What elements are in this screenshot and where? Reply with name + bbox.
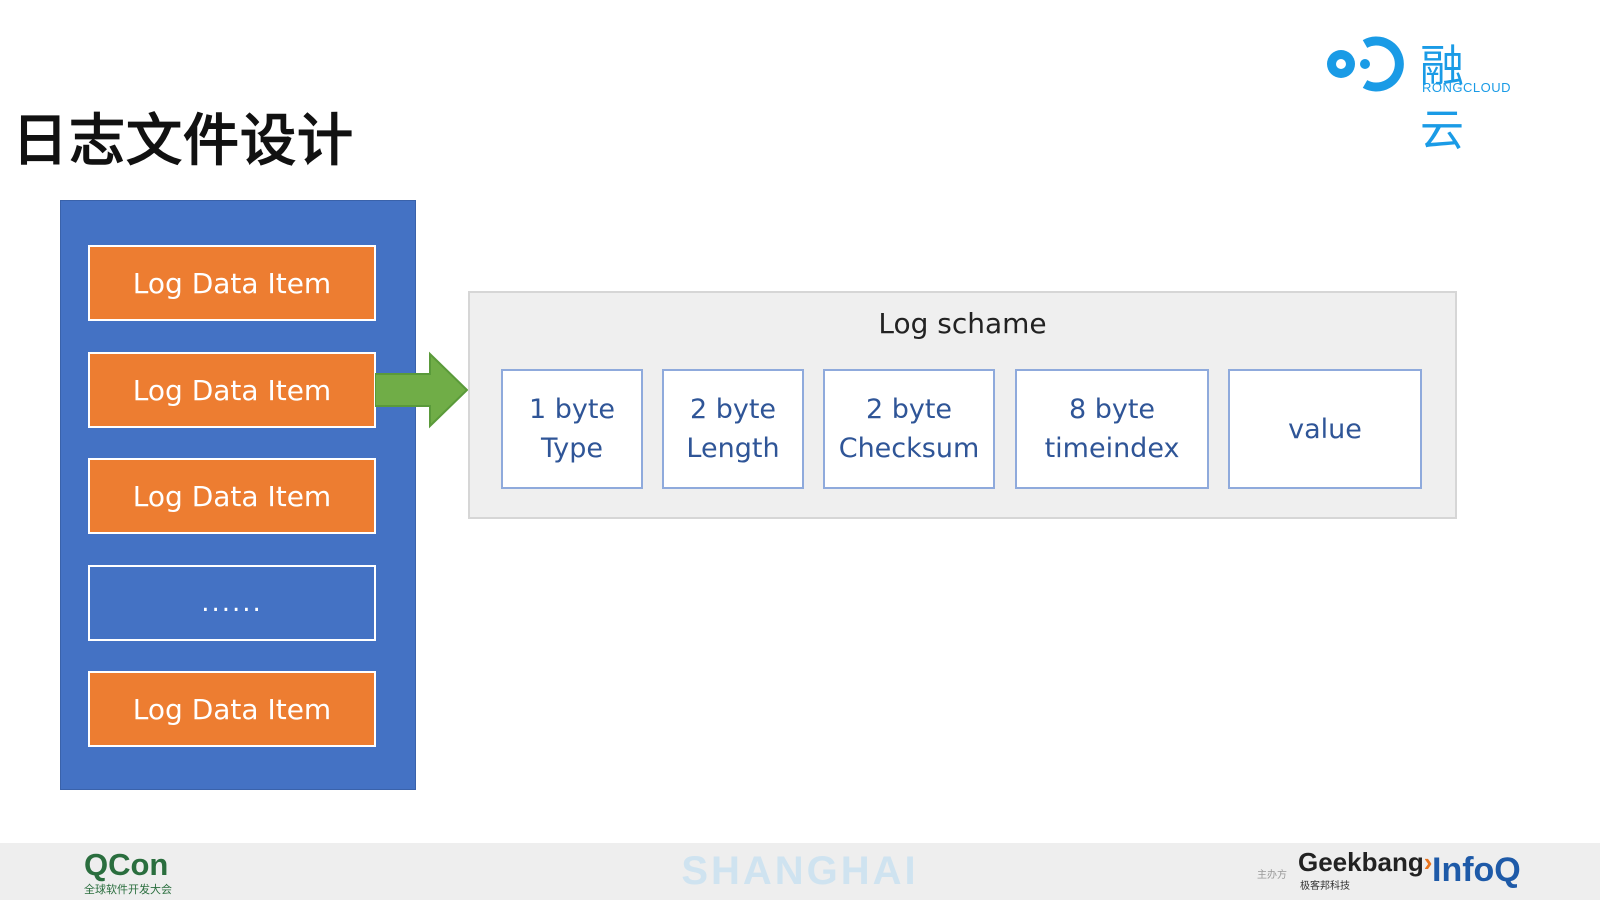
geekbang-logo: Geekbang› 极客邦科技: [1298, 847, 1432, 892]
geekbang-subtitle: 极客邦科技: [1300, 881, 1350, 892]
log-schema-panel: Log schame 1 byte Type 2 byte Length 2 b…: [468, 291, 1457, 519]
organizer-label: 主办方: [1257, 870, 1287, 881]
log-data-item: Log Data Item: [88, 245, 376, 321]
field-name: Length: [686, 433, 780, 464]
geekbang-wordmark: Geekbang: [1298, 847, 1424, 877]
qcon-logo: QCon 全球软件开发大会: [84, 849, 172, 897]
schema-field-length: 2 byte Length: [662, 369, 804, 489]
field-name: Checksum: [838, 433, 980, 464]
footer-bar: QCon 全球软件开发大会 SHANGHAI 主办方 Geekbang› 极客邦…: [0, 843, 1600, 900]
slide-title: 日志文件设计: [12, 109, 354, 174]
field-label: value: [1288, 413, 1362, 445]
qcon-subtitle: 全球软件开发大会: [84, 883, 172, 896]
brand-name-en: RONGCLOUD: [1422, 80, 1512, 95]
schema-field-type: 1 byte Type: [501, 369, 643, 489]
chevron-right-icon: ›: [1423, 847, 1433, 877]
field-size: 2 byte: [689, 394, 777, 425]
schema-field-timeindex: 8 byte timeindex: [1015, 369, 1209, 489]
field-size: 8 byte: [1068, 394, 1156, 425]
brand-logo: 融 云 RONGCLOUD: [1325, 30, 1525, 156]
log-data-item: Log Data Item: [88, 671, 376, 747]
qcon-wordmark: QCon: [84, 847, 169, 882]
log-file-container: Log Data Item Log Data Item Log Data Ite…: [60, 200, 416, 790]
schema-field-value: value: [1228, 369, 1422, 489]
schema-field-checksum: 2 byte Checksum: [823, 369, 995, 489]
rongcloud-logo-icon: [1327, 36, 1404, 92]
city-label: SHANGHAI: [681, 849, 919, 893]
arrow-right-icon: [375, 351, 469, 429]
field-name: Type: [540, 433, 603, 464]
field-name: timeindex: [1044, 433, 1180, 464]
log-data-item: Log Data Item: [88, 352, 376, 428]
log-data-ellipsis: ......: [88, 565, 376, 641]
schema-title: Log schame: [878, 307, 1047, 340]
infoq-logo: InfoQ: [1432, 851, 1521, 889]
brand-name-cn: 融 云: [1420, 41, 1476, 156]
field-size: 1 byte: [528, 394, 616, 425]
log-data-item: Log Data Item: [88, 458, 376, 534]
field-size: 2 byte: [865, 394, 953, 425]
